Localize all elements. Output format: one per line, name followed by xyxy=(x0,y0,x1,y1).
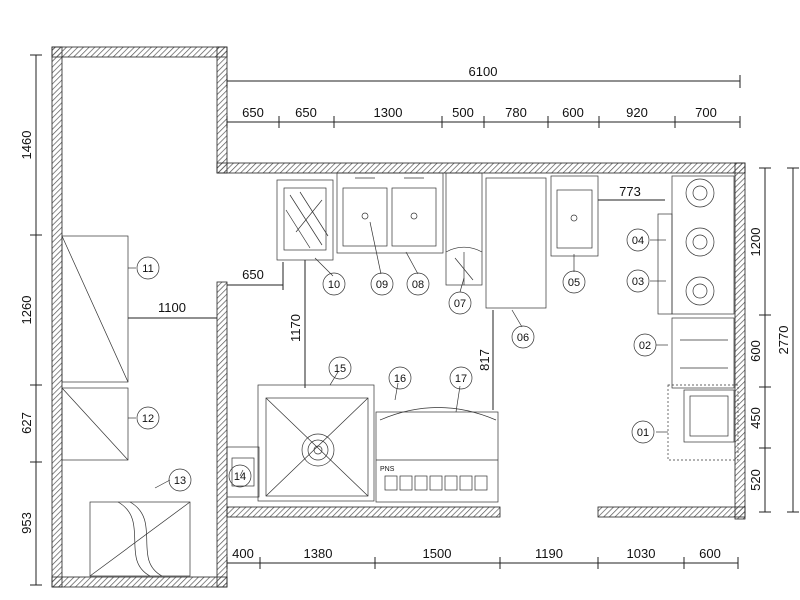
label-07: 07 xyxy=(454,298,466,310)
callout-16: 16 xyxy=(388,366,412,390)
callout-15: 15 xyxy=(328,356,352,380)
callout-08: 08 xyxy=(406,272,430,296)
label-06: 06 xyxy=(517,332,529,344)
wall-bottom-left xyxy=(51,576,228,588)
dim-top-7: 920 xyxy=(626,105,648,120)
dim-inner-1100: 1100 xyxy=(158,300,186,315)
walls xyxy=(51,46,746,588)
callout-02: 02 xyxy=(633,333,657,357)
label-03: 03 xyxy=(632,276,644,288)
callout-12: 12 xyxy=(136,406,160,430)
label-05: 05 xyxy=(568,277,580,289)
callout-01: 01 xyxy=(631,420,655,444)
label-11: 11 xyxy=(142,263,153,275)
wall-upper-divider xyxy=(216,46,228,174)
wall-right xyxy=(734,162,746,520)
callout-17: 17 xyxy=(449,366,473,390)
label-04: 04 xyxy=(632,235,644,247)
single-sink-05 xyxy=(550,175,599,257)
dim-inner-817: 817 xyxy=(477,349,492,371)
stove-burners-04-03 xyxy=(657,175,735,315)
dim-left-4: 953 xyxy=(19,512,34,534)
wall-left xyxy=(51,46,63,588)
dim-bottom-4: 1190 xyxy=(535,546,563,561)
dim-top-1: 650 xyxy=(242,105,264,120)
wall-lower-divider xyxy=(216,281,228,588)
callout-07: 07 xyxy=(448,291,472,315)
range-02 xyxy=(671,317,735,389)
label-16: 16 xyxy=(394,373,406,385)
callout-10: 10 xyxy=(322,272,346,296)
dim-left-1: 1460 xyxy=(19,131,34,160)
shelving-12 xyxy=(61,387,129,461)
dim-right-total: 2770 xyxy=(776,326,791,355)
dim-left-2: 1260 xyxy=(19,296,34,325)
dim-right-3: 450 xyxy=(748,407,763,429)
dim-bottom-1: 400 xyxy=(232,546,254,561)
callout-03: 03 xyxy=(626,269,650,293)
label-10: 10 xyxy=(328,279,340,291)
dim-bottom-6: 600 xyxy=(699,546,721,561)
label-01: 01 xyxy=(637,427,649,439)
unit-small-label: PNS xyxy=(380,466,395,473)
dimension-lines xyxy=(30,54,799,586)
dim-top-3: 1300 xyxy=(374,105,403,120)
cabinet-01 xyxy=(667,384,739,461)
callout-13: 13 xyxy=(168,468,192,492)
unit-14 xyxy=(226,446,260,498)
dim-top-5: 780 xyxy=(505,105,527,120)
dim-bottom-2: 1380 xyxy=(304,546,333,561)
wall-top-main xyxy=(216,162,746,174)
shelving-11 xyxy=(61,235,129,383)
label-15: 15 xyxy=(334,363,346,375)
wall-bottom-main-right xyxy=(597,506,746,518)
callout-06: 06 xyxy=(511,325,535,349)
dim-top-4: 500 xyxy=(452,105,474,120)
leader-lines xyxy=(128,221,668,489)
work-table-06 xyxy=(485,177,547,309)
label-14: 14 xyxy=(234,471,246,483)
dim-top-2: 650 xyxy=(295,105,317,120)
dim-top-6: 600 xyxy=(562,105,584,120)
dim-right-2: 600 xyxy=(748,340,763,362)
callout-04: 04 xyxy=(626,228,650,252)
stairs-13 xyxy=(89,501,191,577)
dim-inner-650: 650 xyxy=(242,267,264,282)
dim-top-8: 700 xyxy=(695,105,717,120)
dim-left-3: 627 xyxy=(19,412,34,434)
callout-05: 05 xyxy=(562,270,586,294)
dim-right-1: 1200 xyxy=(748,228,763,257)
label-17: 17 xyxy=(455,373,467,385)
callout-11: 11 xyxy=(136,256,160,280)
callouts: 01 02 03 04 05 06 07 08 09 10 11 12 13 1… xyxy=(136,228,657,492)
label-12: 12 xyxy=(142,413,154,425)
dim-top-total: 6100 xyxy=(469,64,498,79)
label-13: 13 xyxy=(174,475,186,487)
fridge-07 xyxy=(445,172,483,286)
callout-09: 09 xyxy=(370,272,394,296)
dimension-texts: 6100 650 650 1300 500 780 600 920 700 40… xyxy=(19,64,791,561)
double-sink-09-08 xyxy=(336,172,444,254)
dim-right-4: 520 xyxy=(748,469,763,491)
wall-bottom-main-left xyxy=(226,506,501,518)
cooking-line-16-17: PNS xyxy=(375,407,499,503)
dim-inner-773: 773 xyxy=(619,184,641,199)
steamer-15 xyxy=(257,384,375,502)
label-08: 08 xyxy=(412,279,424,291)
wall-top-left xyxy=(51,46,228,58)
dim-bottom-5: 1030 xyxy=(627,546,656,561)
dim-bottom-3: 1500 xyxy=(423,546,452,561)
label-09: 09 xyxy=(376,279,388,291)
dish-rack-10 xyxy=(276,179,334,261)
equipment: PNS xyxy=(61,172,739,577)
label-02: 02 xyxy=(639,340,651,352)
callout-14: 14 xyxy=(228,464,252,488)
dim-inner-1170: 1170 xyxy=(288,314,303,342)
